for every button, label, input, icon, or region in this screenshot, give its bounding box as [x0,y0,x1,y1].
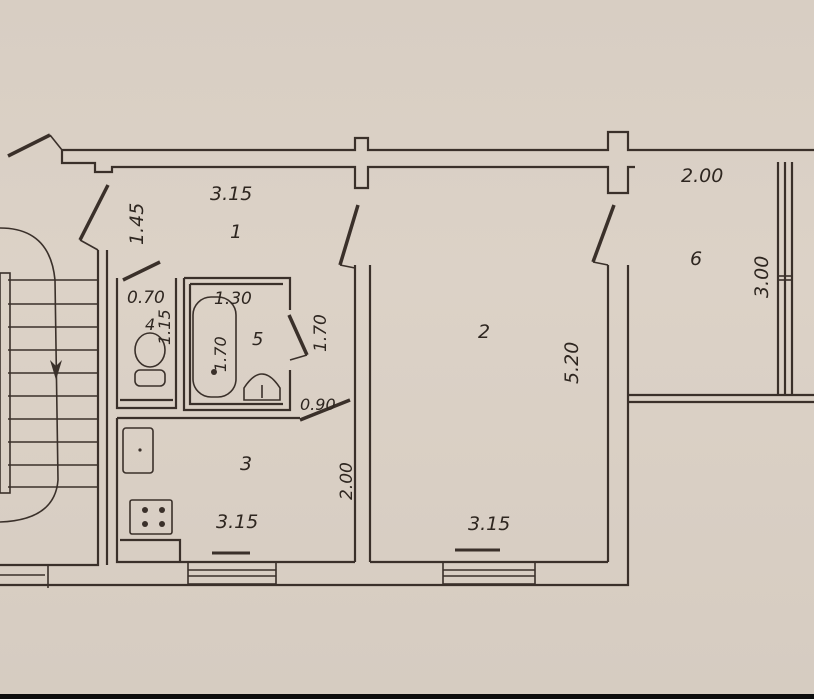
exterior-walls [7,130,814,195]
room-4-toilet [115,260,178,410]
bath-width-label: 1.30 [214,289,252,309]
window-icon [187,561,277,585]
hall-door [78,184,110,241]
hall-depth-label: 1.45 [126,203,148,245]
balcony-width-label: 2.00 [681,165,723,187]
bathtub-icon [192,296,237,398]
sink-icon [243,373,281,401]
stairwell [0,227,109,588]
room-5-bathroom [182,276,309,412]
bottom-border [0,694,814,699]
room-4-number: 4 [145,315,155,334]
toilet-width-label: 0.70 [127,288,165,308]
bath-door-label: 0.90 [300,395,336,414]
balcony-depth-label: 3.00 [751,256,773,298]
kitchen-depth-label: 2.00 [337,462,357,500]
living-door [338,204,360,266]
bath-depth-label: 1.70 [311,314,331,352]
bath-tub-length-label: 1.70 [211,336,230,372]
room-3-number: 3 [240,453,252,475]
living-length-label: 5.20 [561,342,583,384]
window-icon [442,561,536,585]
room-3-kitchen [115,398,355,585]
stove-icon [129,499,173,535]
hall-width-label: 3.15 [210,183,252,205]
kitchen-width-label: 3.15 [216,511,258,533]
toilet-icon [134,332,166,387]
toilet-depth-label: 1.15 [155,309,174,345]
room-1-number: 1 [230,221,242,243]
room-6-balcony [628,162,814,404]
room-2-living [0,204,630,587]
room-6-number: 6 [690,248,702,270]
kitchen-sink-icon [122,427,154,474]
living-width-label: 3.15 [468,513,510,535]
room-5-number: 5 [252,329,263,350]
stair-arrow-icon [50,360,62,380]
room-2-number: 2 [478,321,490,343]
entry-door [7,133,51,158]
